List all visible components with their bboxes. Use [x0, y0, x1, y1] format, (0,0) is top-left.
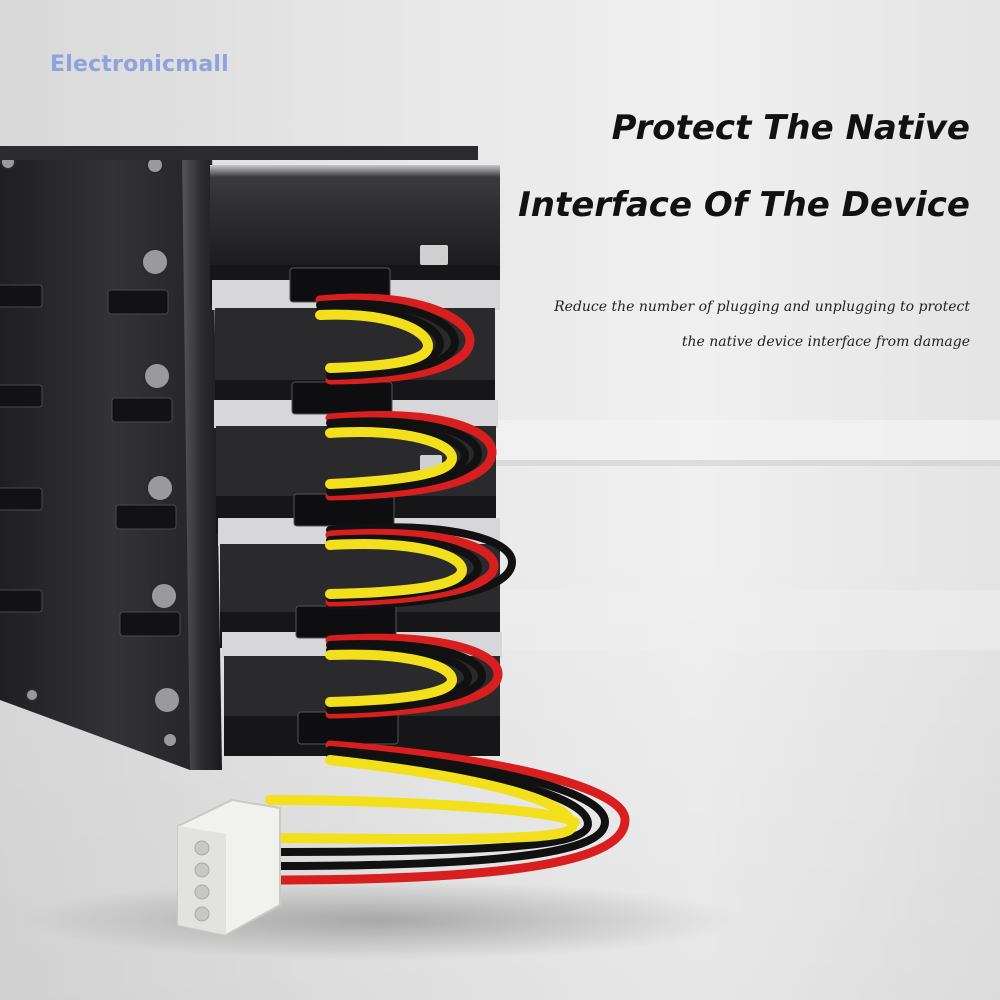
headline-line-1: Protect The Native [611, 108, 970, 148]
molex-connector [177, 798, 281, 937]
background-shelf [480, 420, 1000, 650]
power-cables [265, 293, 630, 885]
subtext-line-1: Reduce the number of plugging and unplug… [554, 299, 970, 315]
subtext-line-2: the native device interface from damage [681, 334, 970, 350]
floor-shadow [20, 880, 740, 960]
brand-logo: Electronicmall [50, 52, 229, 77]
headline-line-2: Interface Of The Device [518, 185, 970, 225]
